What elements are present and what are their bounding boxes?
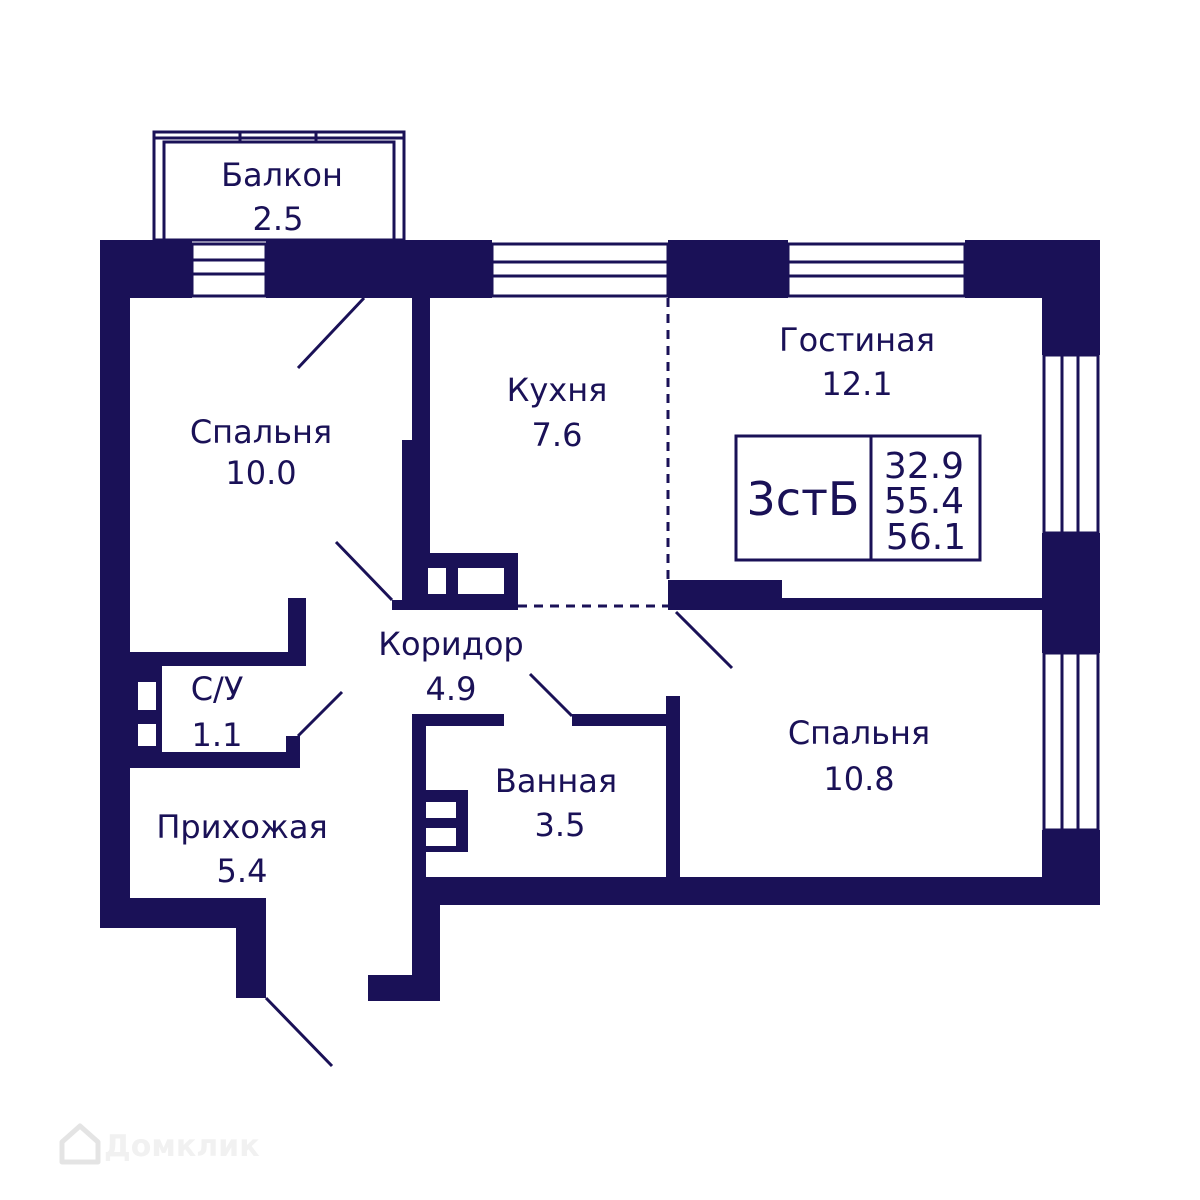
room-area: 1.1	[192, 716, 243, 754]
room-name: Кухня	[507, 371, 608, 409]
door-bedroom1	[334, 540, 394, 602]
wall-living-bedroom	[668, 598, 1042, 610]
room-bedroom1: Спальня 10.0	[190, 413, 332, 492]
wall-wc-right-top	[288, 598, 306, 666]
room-area: 5.4	[217, 852, 268, 890]
door-wc	[296, 690, 344, 738]
house-logo-icon	[59, 1123, 101, 1165]
door-bedroom1-top	[296, 296, 366, 370]
room-name: Гостиная	[779, 321, 935, 359]
wall-right-top	[1042, 240, 1100, 355]
window-bedroom1	[190, 242, 268, 298]
wall-entry-foot	[368, 975, 440, 1001]
wall-entry-left	[236, 898, 266, 998]
room-area: 4.9	[426, 670, 477, 708]
duct-cell	[138, 682, 156, 710]
room-area: 12.1	[821, 365, 892, 403]
watermark-text: Домклик	[104, 1129, 260, 1164]
room-wc: С/У 1.1	[191, 670, 244, 754]
wall-left	[100, 240, 130, 928]
wall-top-pier	[668, 240, 788, 298]
room-name: Балкон	[221, 156, 343, 194]
duct-cells	[138, 568, 504, 846]
room-area: 3.5	[535, 806, 586, 844]
room-name: Спальня	[788, 714, 930, 752]
room-area: 10.8	[823, 760, 894, 798]
room-name: Спальня	[190, 413, 332, 451]
room-name: Прихожая	[156, 808, 327, 846]
doors	[264, 296, 734, 1068]
room-name: Ванная	[495, 762, 617, 800]
living-area-value: 32.9	[884, 446, 964, 487]
wall-wc-right-bottom	[286, 736, 300, 768]
room-balcony: Балкон 2.5	[221, 156, 343, 238]
total-area-with-balcony-value: 56.1	[886, 517, 966, 558]
window-bedroom2	[1042, 651, 1100, 832]
duct-cell	[426, 802, 456, 818]
walls	[100, 240, 1100, 1001]
wall-top-left-inner	[266, 240, 364, 298]
room-area: 7.6	[532, 416, 583, 454]
total-area-value: 55.4	[884, 481, 964, 522]
wall-wc-bottom	[130, 752, 298, 768]
windows	[190, 242, 1100, 832]
room-area: 10.0	[225, 454, 296, 492]
door-entry	[264, 996, 334, 1068]
room-name: Коридор	[378, 625, 523, 663]
room-living: Гостиная 12.1	[779, 321, 935, 403]
room-bedroom2: Спальня 10.8	[788, 714, 930, 798]
room-hall: Прихожая 5.4	[156, 808, 327, 890]
wall-bath-top-right	[572, 714, 678, 726]
room-corridor: Коридор 4.9	[378, 625, 523, 708]
balcony	[152, 130, 406, 242]
window-kitchen	[490, 242, 670, 298]
wall-top-mid	[364, 240, 492, 298]
summary-box: 3стБ 32.9 55.4 56.1	[734, 434, 982, 562]
watermark: Домклик	[59, 1123, 260, 1165]
wall-wc-top	[130, 652, 296, 666]
room-area: 2.5	[253, 200, 304, 238]
room-bathroom: Ванная 3.5	[495, 762, 617, 844]
window-living-top	[786, 242, 967, 298]
duct-cell	[426, 828, 456, 846]
room-name: С/У	[191, 670, 244, 708]
window-living-right	[1042, 353, 1100, 535]
duct-cell	[458, 568, 504, 594]
partitions-dashed	[518, 298, 670, 608]
apartment-type-code: 3стБ	[747, 472, 860, 526]
room-kitchen: Кухня 7.6	[507, 371, 608, 454]
wall-right-mid	[1042, 533, 1100, 653]
wall-bottom	[440, 877, 1100, 905]
door-bath	[528, 672, 574, 718]
duct-cell	[428, 568, 446, 594]
wall-bath-bedroom	[666, 696, 680, 888]
duct-cell	[138, 724, 156, 746]
wall-bath-top	[412, 714, 504, 726]
door-bedroom2	[674, 610, 734, 670]
